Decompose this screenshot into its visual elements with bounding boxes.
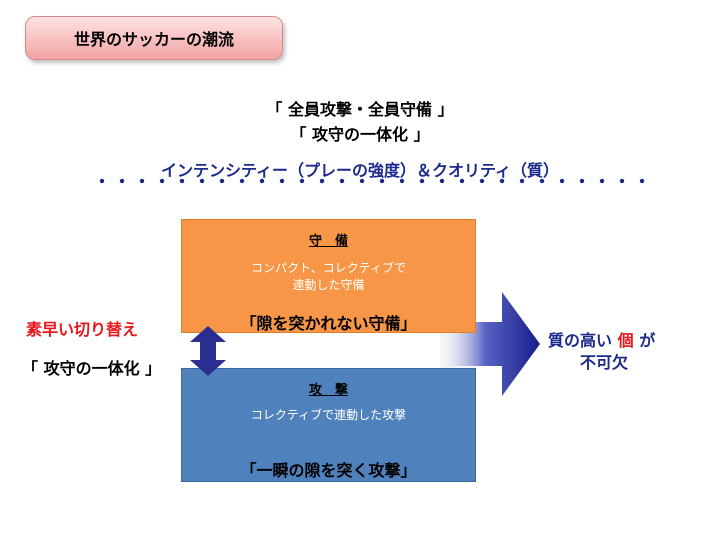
attack-slogan: 「一瞬の隙を突く攻撃」 — [240, 461, 417, 480]
attack-defense-unity-label: 「 攻守の一体化 」 — [22, 359, 162, 378]
headline-attack-defense-unity: 「 攻守の一体化 」 — [290, 125, 430, 144]
right-arrow-icon — [440, 292, 540, 396]
page-title: 世界のサッカーの潮流 — [73, 30, 234, 49]
conclusion-part1: 質の高い — [548, 331, 613, 350]
defense-description: コンパクト、コレクティブで 連動した守備 — [182, 260, 475, 294]
defense-box: 守 備 コンパクト、コレクティブで 連動した守備 「隙を突かれない守備」 — [181, 219, 476, 333]
title-badge: 世界のサッカーの潮流 — [25, 16, 283, 60]
attack-description: コレクティブで連動した攻撃 — [250, 408, 407, 422]
defense-desc-line1: コンパクト、コレクティブで — [250, 261, 407, 275]
up-down-arrow-icon — [190, 326, 226, 376]
defense-heading: 守 備 — [308, 234, 348, 249]
defense-slogan: 「隙を突かれない守備」 — [240, 314, 417, 333]
dotted-divider — [92, 174, 648, 188]
conclusion-text: 質の高い 個 が 不可欠 — [548, 330, 698, 374]
conclusion-line2: 不可欠 — [580, 353, 629, 372]
conclusion-individual: 個 — [617, 331, 634, 350]
attack-heading: 攻 撃 — [308, 383, 348, 398]
defense-desc-line2: 連動した守備 — [292, 278, 365, 292]
headline-all-attack-all-defense: 「 全員攻撃・全員守備 」 — [266, 100, 454, 119]
quick-transition-label: 素早い切り替え — [26, 320, 139, 339]
conclusion-line1: 質の高い 個 が — [548, 330, 698, 352]
conclusion-part3: が — [639, 331, 656, 350]
attack-box: 攻 撃 コレクティブで連動した攻撃 「一瞬の隙を突く攻撃」 — [181, 368, 476, 482]
